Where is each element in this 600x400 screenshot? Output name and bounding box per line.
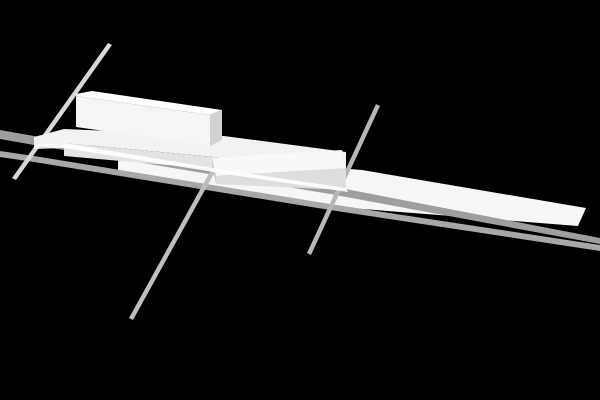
lower-block-top xyxy=(212,150,346,176)
upper-block-side xyxy=(210,110,222,146)
main-diagonal-bar-lower xyxy=(0,151,600,251)
upper-block-front xyxy=(76,96,210,146)
upper-block-top xyxy=(76,91,222,115)
front-edge-highlight xyxy=(34,143,348,192)
middle-support-line xyxy=(129,168,216,320)
